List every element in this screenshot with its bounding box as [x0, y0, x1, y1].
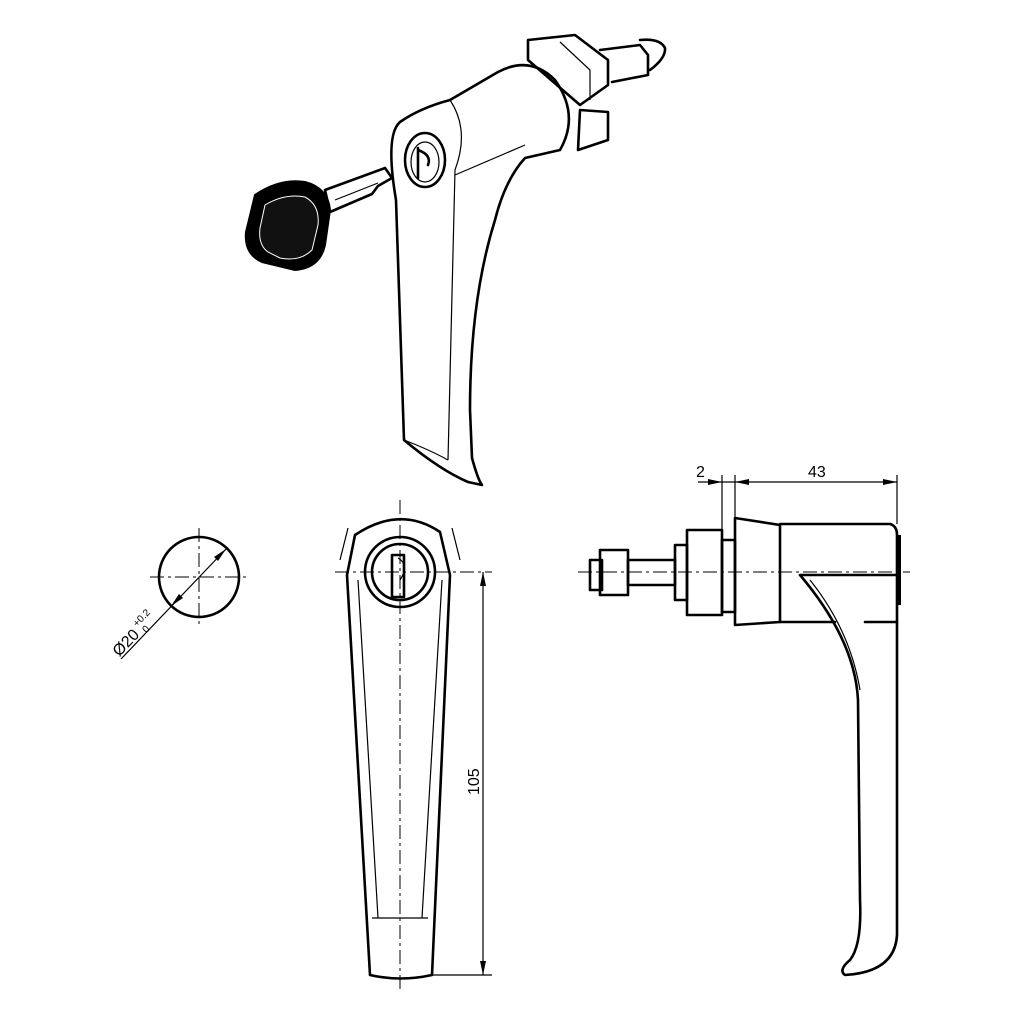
- front-view: 105: [335, 500, 492, 990]
- key: [244, 166, 394, 272]
- diameter-label: Ø20: [110, 626, 143, 660]
- isometric-stem: [526, 33, 667, 152]
- length-dimension: 105: [466, 768, 483, 795]
- isometric-lock-cylinder: [403, 131, 447, 189]
- isometric-handle: [390, 63, 571, 487]
- side-view: 2 43: [578, 464, 910, 977]
- depth-dimension: 43: [808, 464, 826, 481]
- flange-dimension: 2: [696, 464, 705, 481]
- key-slot: [390, 553, 406, 599]
- diameter-tolerance-lower: 0: [141, 624, 153, 636]
- panel-cutout-view: Ø20 +0.2 0: [110, 528, 248, 660]
- isometric-view: [244, 33, 667, 487]
